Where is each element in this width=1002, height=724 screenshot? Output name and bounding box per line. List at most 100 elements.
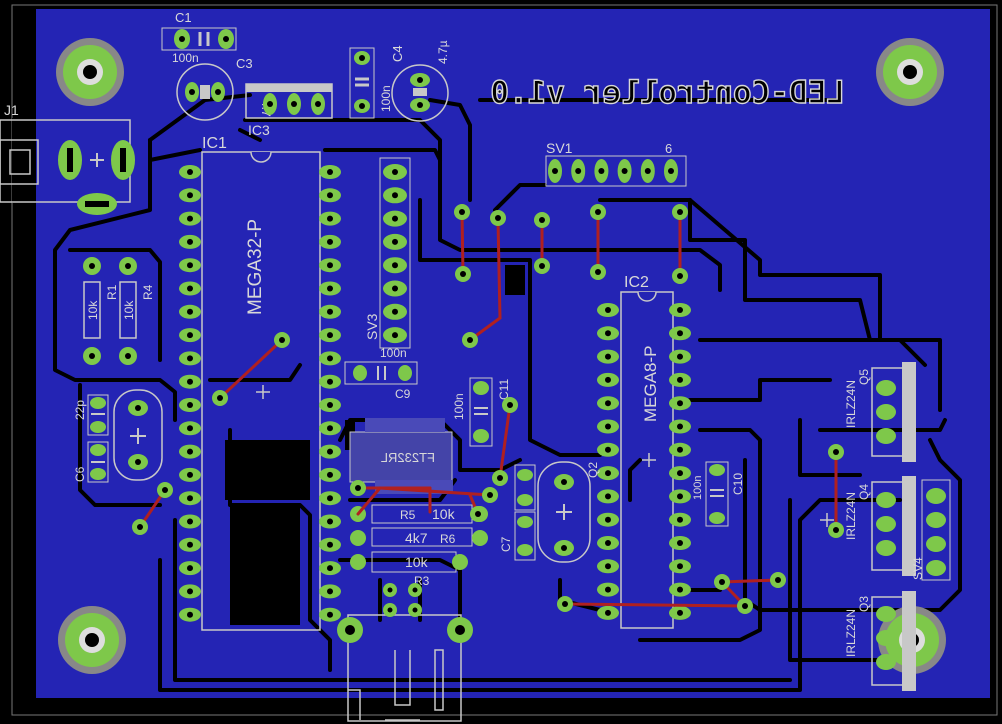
via — [737, 598, 753, 614]
q3-label: Q3 — [857, 596, 871, 612]
sv1-pad — [664, 159, 678, 183]
ic2-package — [620, 291, 674, 629]
ic2-pad — [669, 466, 691, 481]
ic1-pad — [179, 351, 201, 366]
via — [470, 506, 486, 522]
r6-resistor — [350, 527, 488, 547]
ic2-pad — [597, 582, 619, 597]
ic1-pad — [319, 351, 341, 366]
ic1-pad — [319, 188, 341, 203]
ic1-pad — [319, 328, 341, 343]
ic1-pad — [319, 211, 341, 226]
r1-resistor — [83, 257, 101, 365]
via — [590, 264, 606, 280]
via — [492, 470, 508, 486]
ic3-part-label: FT232RL — [381, 450, 435, 465]
sv3-pad — [383, 327, 407, 344]
r1-value: 10k — [86, 300, 100, 320]
sv1-label: SV1 — [546, 140, 573, 156]
via — [770, 572, 786, 588]
ic1-part-label: MEGA32-P — [245, 219, 266, 315]
ic2-pad — [669, 419, 691, 434]
via — [672, 268, 688, 284]
ic1-pad — [179, 211, 201, 226]
ic1-left-pins — [179, 165, 201, 622]
c3-capacitor — [176, 63, 234, 121]
via — [274, 332, 290, 348]
ic1-pad — [179, 421, 201, 436]
mounting-hole-top-right — [876, 38, 944, 106]
ic1-pad — [319, 374, 341, 389]
c-small-top — [349, 47, 375, 119]
ic2-pad — [669, 349, 691, 364]
via — [454, 204, 470, 220]
via — [534, 258, 550, 274]
ic1-pad — [319, 398, 341, 412]
sv1-pad — [548, 159, 562, 183]
c1-value: 100n — [172, 51, 199, 65]
sv3-label: SV3 — [364, 313, 380, 340]
ic2-part-label: MEGA8-P — [641, 345, 660, 422]
sv3-pad — [383, 280, 407, 297]
c9-capacitor — [344, 361, 418, 385]
c4-capacitor — [391, 64, 449, 122]
ic1-pad — [319, 234, 341, 249]
ic2-pad — [597, 512, 619, 527]
r3-resistor — [350, 551, 468, 573]
sv4-label: SV4 — [911, 557, 925, 580]
vias — [132, 204, 844, 614]
ic1-pad — [319, 491, 341, 506]
sv1-pad — [594, 159, 609, 183]
via — [828, 444, 844, 460]
q4-part: IRLZ24N — [844, 492, 858, 540]
c-22p-capacitor — [87, 394, 109, 436]
ic2-pad — [669, 582, 691, 597]
ic1-pad — [319, 281, 341, 296]
ic2-pad — [597, 559, 619, 574]
ic2-pad — [597, 419, 619, 434]
ic2-pad — [669, 303, 691, 317]
r5-label: R5 — [400, 508, 416, 522]
ic1-pad — [179, 491, 201, 506]
via — [557, 596, 573, 612]
ic1-pad — [179, 188, 201, 203]
sv3-header — [379, 157, 411, 349]
c11-value: 100n — [452, 393, 466, 420]
ic2-pad — [597, 489, 619, 504]
mounting-hole-top-left — [56, 38, 124, 106]
via — [828, 522, 844, 538]
c7-capacitor — [514, 464, 536, 561]
via — [462, 332, 478, 348]
board-title: LED-Controller v1.0 — [490, 75, 845, 111]
via — [157, 482, 173, 498]
ic1-pad — [179, 514, 201, 529]
r4-resistor — [119, 257, 137, 365]
ic1-pad — [319, 467, 341, 482]
reference-marks — [256, 385, 834, 527]
c1-capacitor — [161, 27, 237, 51]
via — [132, 519, 148, 535]
sv4-header — [921, 479, 951, 581]
crystal-q2 — [537, 461, 591, 563]
trace-layer — [53, 93, 962, 692]
ic1-pad — [319, 561, 341, 576]
board-outline — [11, 4, 998, 716]
ic1-pad — [179, 281, 201, 296]
mounting-hole-bottom-left — [58, 606, 126, 674]
ic1-pad — [319, 165, 341, 179]
ic1-pad — [319, 421, 341, 436]
via — [455, 266, 471, 282]
c10-value: 100n — [692, 476, 704, 500]
sv3-pad — [383, 164, 407, 180]
ic1-pad — [319, 514, 341, 529]
sv1-pad — [617, 159, 632, 183]
ic1-pad — [179, 584, 201, 599]
c-small-top-value: 100n — [379, 85, 393, 112]
via — [350, 480, 366, 496]
c9-label: C9 — [395, 387, 411, 401]
sv3-pad — [383, 210, 407, 227]
ic2-pad — [597, 303, 619, 317]
ic1-pad — [179, 165, 201, 179]
ic1-right-pins — [319, 165, 341, 622]
keepout-areas — [12, 118, 525, 625]
